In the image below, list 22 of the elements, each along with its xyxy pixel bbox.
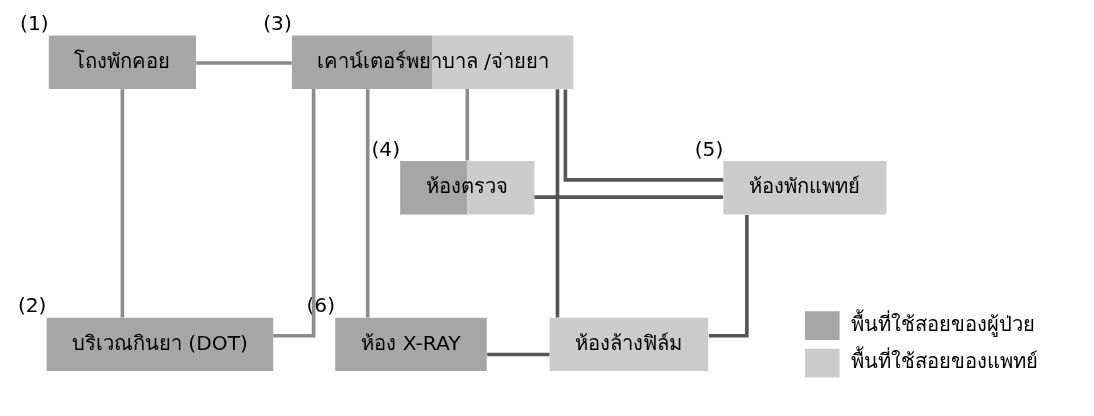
connector bbox=[365, 89, 370, 318]
node-box: ห้อง X-RAY bbox=[335, 317, 487, 372]
node-label: (4) bbox=[371, 136, 401, 161]
connector bbox=[555, 89, 560, 318]
connector bbox=[487, 352, 550, 357]
connector bbox=[534, 195, 724, 199]
node-box: บริเวณกินยา (DOT) bbox=[46, 317, 274, 372]
node-label: (6) bbox=[306, 293, 336, 318]
node-label: (3) bbox=[263, 11, 292, 36]
connector bbox=[196, 61, 292, 65]
connector bbox=[563, 89, 724, 182]
node-box: ห้องล้างฟิล์ม bbox=[549, 317, 709, 372]
connector bbox=[273, 89, 316, 338]
node-label: (5) bbox=[694, 136, 724, 161]
connector bbox=[120, 89, 125, 318]
node-label: (1) bbox=[20, 11, 49, 36]
connector bbox=[465, 89, 470, 161]
node-label: (2) bbox=[17, 293, 47, 318]
node-box: โถงพักคอย bbox=[48, 35, 196, 89]
legend-label: พื้นที่ใช้สอยของผู้ป่วย bbox=[851, 311, 1036, 336]
connector bbox=[708, 214, 749, 338]
node-box: ห้องพักแพทย์ bbox=[723, 161, 887, 215]
